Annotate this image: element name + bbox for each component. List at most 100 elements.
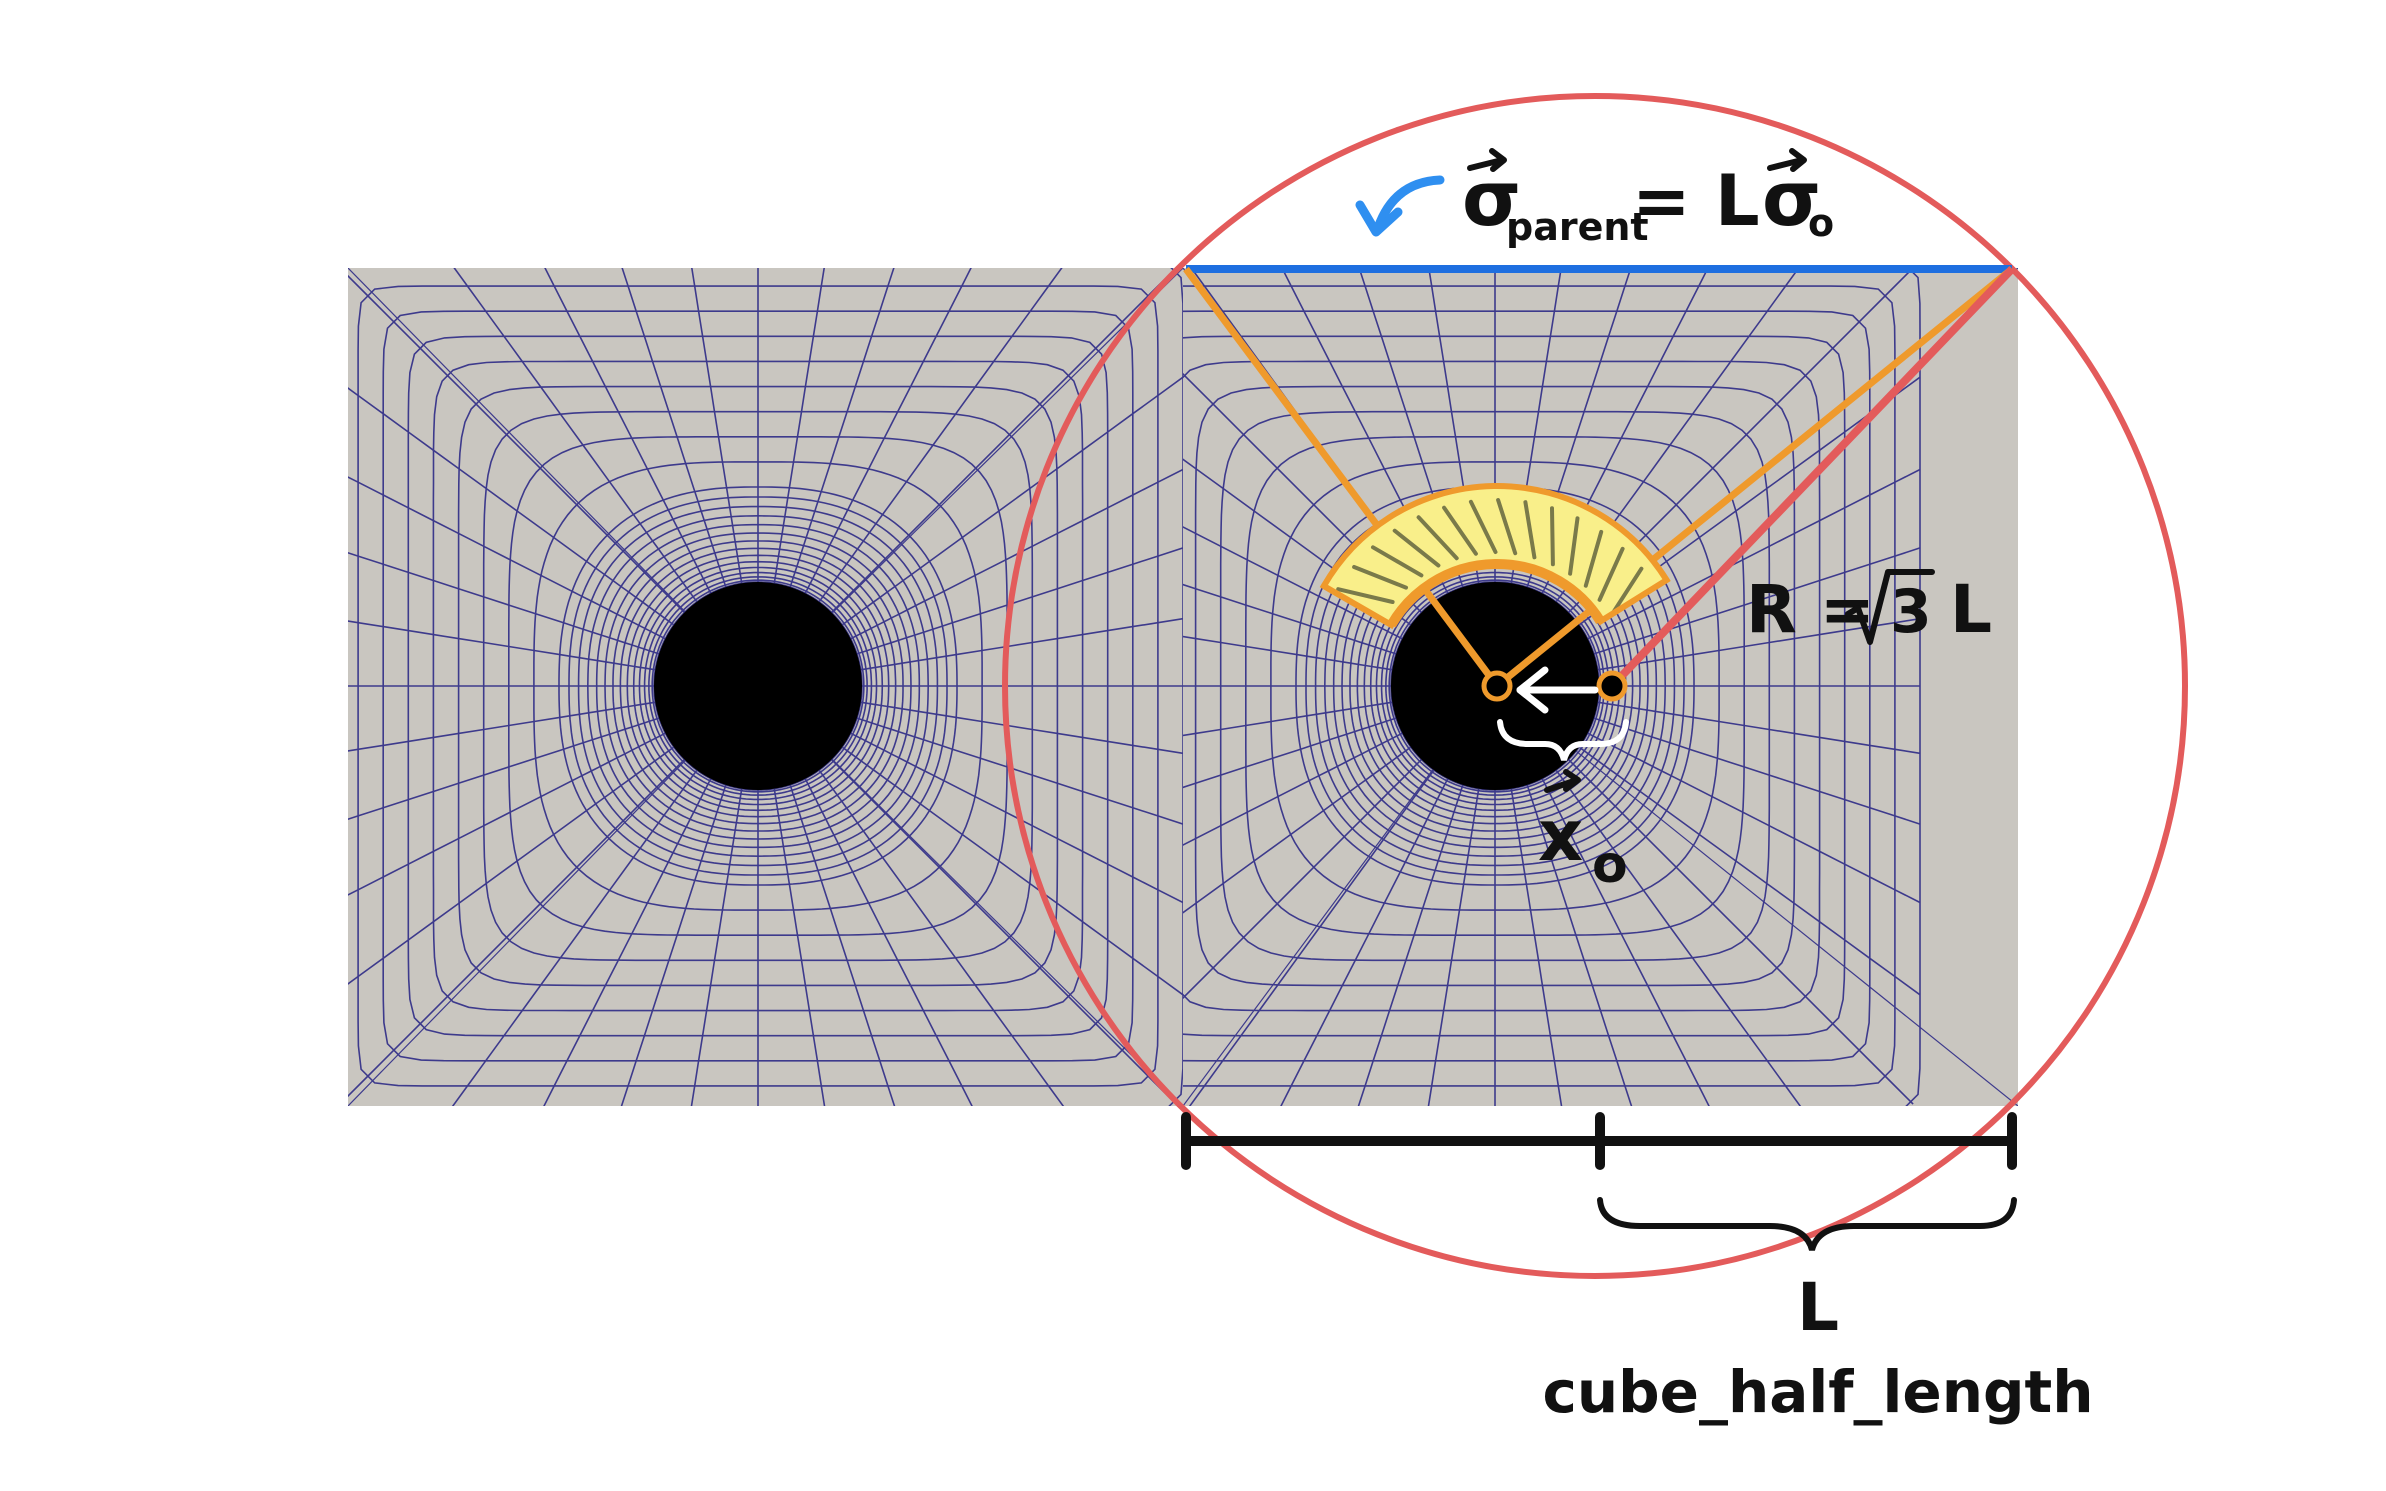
mesh-spoke — [841, 746, 1183, 996]
mesh-spoke — [1183, 701, 1393, 737]
mesh-spoke — [841, 376, 1183, 626]
mesh-shell — [1183, 310, 1871, 1062]
arc-hatch-stroke — [1550, 506, 1555, 567]
mesh-spoke — [1183, 758, 1423, 1000]
mesh-spoke — [453, 268, 698, 603]
offset-arrow — [1516, 666, 1599, 714]
half-length-L: L — [1797, 1269, 1839, 1346]
mesh-spoke — [1587, 732, 1921, 904]
arc-sector — [1319, 483, 1671, 630]
blue-curved-arrow — [1373, 175, 1445, 233]
mesh-spoke — [348, 476, 666, 640]
sigma0-subscript: o — [1808, 201, 1834, 245]
mesh-spoke — [789, 784, 896, 1106]
arc-hatch-stroke — [1352, 565, 1408, 590]
mesh-spoke — [850, 732, 1183, 904]
mesh-shell — [1183, 335, 1846, 1037]
mesh-spoke — [1183, 746, 1412, 914]
mesh-spoke — [1597, 617, 1921, 671]
mesh-spoke — [620, 784, 727, 1106]
mesh-spoke — [1183, 732, 1403, 846]
mesh-spoke — [348, 701, 656, 752]
arc-hatch-stroke — [1336, 587, 1395, 604]
mesh-spoke — [348, 758, 686, 1098]
mesh-shell — [1183, 360, 1821, 1012]
mesh-spoke — [348, 620, 656, 671]
mesh-spoke — [856, 717, 1183, 825]
offset-brace — [1497, 719, 1629, 761]
sigma0-vector-arrow — [1767, 148, 1807, 172]
mesh-spoke — [804, 778, 973, 1106]
mesh-spoke — [691, 268, 743, 584]
arc-hatch-stroke — [1468, 499, 1498, 554]
blue-curved-arrowhead — [1355, 200, 1403, 237]
arc-hatch-stroke — [1416, 515, 1459, 561]
orange-cone — [1183, 266, 2015, 689]
mesh-spoke — [621, 268, 727, 588]
bounding-circle — [1002, 93, 2188, 1279]
radius-L-text: L — [1950, 571, 1992, 648]
mesh-diagonal — [1494, 685, 2018, 1106]
radius-label: R = 3 L — [1746, 569, 1992, 648]
mesh-spoke — [1593, 717, 1921, 825]
left-cube-mesh — [348, 268, 1183, 1106]
x0-symbol: x — [1538, 795, 1583, 877]
left-mesh-grid — [348, 268, 1183, 1106]
mesh-spoke — [860, 617, 1183, 671]
mesh-spoke — [773, 268, 825, 584]
mesh-spoke — [348, 274, 686, 614]
cone-right-edge — [1494, 266, 2015, 689]
mesh-spoke — [544, 268, 712, 594]
circle-center-marker — [1596, 670, 1628, 702]
mesh-spoke — [860, 701, 1183, 755]
mesh-spoke — [348, 732, 666, 896]
arc-hatch-stroke — [1523, 500, 1537, 560]
mesh-spoke — [451, 769, 698, 1106]
mesh-spoke — [1188, 769, 1435, 1106]
left-excision-hole — [654, 582, 862, 790]
mesh-spoke — [818, 268, 1063, 603]
arc-hatching — [1336, 498, 1644, 618]
sigma-parent-subscript: parent — [1506, 205, 1649, 249]
right-cube-mesh — [1183, 268, 2018, 1106]
mesh-spoke — [1357, 784, 1464, 1106]
cone-left-edge — [1183, 266, 1500, 689]
mesh-spoke — [1183, 583, 1397, 655]
mesh-spoke — [789, 268, 895, 588]
x0-subscript: o — [1592, 835, 1628, 895]
mesh-spoke — [348, 746, 675, 985]
mesh-spoke — [1510, 788, 1563, 1106]
offset-arrow-head — [1516, 666, 1549, 714]
mesh-spoke — [1578, 746, 1921, 996]
mesh-spoke — [348, 551, 660, 655]
mesh-spoke — [1567, 758, 1914, 1105]
arc-hatch-stroke — [1568, 516, 1580, 576]
equals-L-text: = L — [1632, 160, 1760, 242]
arc-hatch-stroke — [1609, 566, 1644, 618]
mesh-spoke — [1183, 635, 1393, 671]
mesh-spoke — [856, 547, 1183, 655]
arc-sector-fill — [1323, 486, 1667, 625]
radius-sqrt-argument: 3 — [1890, 577, 1932, 647]
mesh-spoke — [830, 758, 1177, 1105]
radius-sqrt-sign — [1845, 569, 1935, 645]
arc-hatch-stroke — [1371, 545, 1424, 578]
radius-line — [1609, 266, 2015, 689]
mesh-spoke — [348, 717, 660, 821]
x0-vector-arrow — [1544, 769, 1581, 793]
mesh-spoke — [690, 788, 743, 1106]
mesh-spoke — [1587, 468, 1921, 640]
x0-label: x o — [1538, 769, 1628, 895]
mesh-spoke — [1597, 701, 1921, 755]
mesh-spoke — [850, 468, 1183, 640]
mesh-spoke — [1183, 717, 1397, 789]
hole-center-marker — [1481, 670, 1513, 702]
arc-hatch-stroke — [1392, 528, 1441, 568]
mesh-spoke — [773, 788, 826, 1106]
arc-hatch-stroke — [1583, 529, 1604, 588]
half-length-brace — [1597, 1197, 2017, 1251]
half-length-name: cube_half_length — [1542, 1358, 2093, 1426]
scale-bar — [1181, 1112, 2017, 1170]
mesh-spoke — [1280, 778, 1449, 1106]
